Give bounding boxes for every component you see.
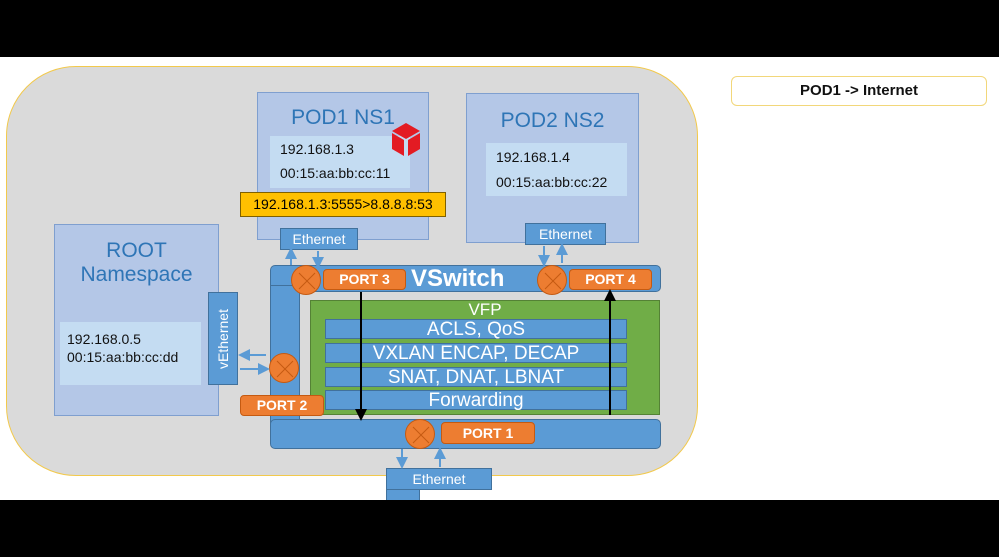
- vfp-layer-nat: SNAT, DNAT, LBNAT: [325, 367, 627, 388]
- pod1-title: POD1 NS1: [291, 106, 395, 129]
- diagram-canvas: POD1 NS1 192.168.1.3 00:15:aa:bb:cc:11 1…: [0, 57, 999, 500]
- port1-label: PORT 1: [441, 422, 535, 444]
- pod1-ethernet: Ethernet: [280, 228, 358, 250]
- container-cube-icon: [389, 121, 423, 159]
- vfp-layer-vxlan: VXLAN ENCAP, DECAP: [325, 343, 627, 364]
- port2-label: PORT 2: [240, 395, 324, 416]
- uplink-ethernet: Ethernet: [386, 468, 492, 490]
- pod2-ethernet: Ethernet: [525, 223, 606, 245]
- pod1-info-box: 192.168.1.3 00:15:aa:bb:cc:11: [270, 136, 410, 188]
- vfp-layer-forwarding: Forwarding: [325, 390, 627, 411]
- port4-connector-icon: [537, 265, 567, 295]
- pod2-namespace: POD2 NS2 192.168.1.4 00:15:aa:bb:cc:22: [466, 93, 639, 243]
- root-namespace: ROOT Namespace 192.168.0.5 00:15:aa:bb:c…: [54, 224, 219, 416]
- root-mac: 00:15:aa:bb:cc:dd: [67, 349, 179, 365]
- scenario-title: POD1 -> Internet: [731, 76, 987, 106]
- root-info-box: 192.168.0.5 00:15:aa:bb:cc:dd: [60, 322, 201, 385]
- port4-label: PORT 4: [569, 269, 652, 290]
- pod1-namespace: POD1 NS1 192.168.1.3 00:15:aa:bb:cc:11: [257, 92, 429, 240]
- port2-connector-icon: [269, 353, 299, 383]
- vfp-title: VFP: [468, 300, 502, 319]
- root-ip: 192.168.0.5: [67, 331, 141, 347]
- port3-connector-icon: [291, 265, 321, 295]
- pod2-ip: 192.168.1.4: [496, 149, 570, 165]
- root-vethernet-label: vEthernet: [215, 308, 231, 369]
- pod1-mac: 00:15:aa:bb:cc:11: [280, 165, 391, 181]
- root-title-line1: ROOT: [106, 239, 167, 262]
- packet-tag: 192.168.1.3:5555>8.8.8.8:53: [240, 192, 446, 217]
- pod1-ip: 192.168.1.3: [280, 141, 354, 157]
- root-title-line2: Namespace: [80, 263, 193, 286]
- pod2-mac: 00:15:aa:bb:cc:22: [496, 174, 608, 190]
- pod2-info-box: 192.168.1.4 00:15:aa:bb:cc:22: [486, 143, 627, 196]
- root-vethernet: vEthernet: [208, 292, 238, 385]
- port1-connector-icon: [405, 419, 435, 449]
- pod2-title: POD2 NS2: [500, 109, 605, 132]
- port3-label: PORT 3: [323, 269, 406, 290]
- vfp-layer-acls: ACLS, QoS: [325, 319, 627, 340]
- vswitch-title: VSwitch: [411, 265, 505, 292]
